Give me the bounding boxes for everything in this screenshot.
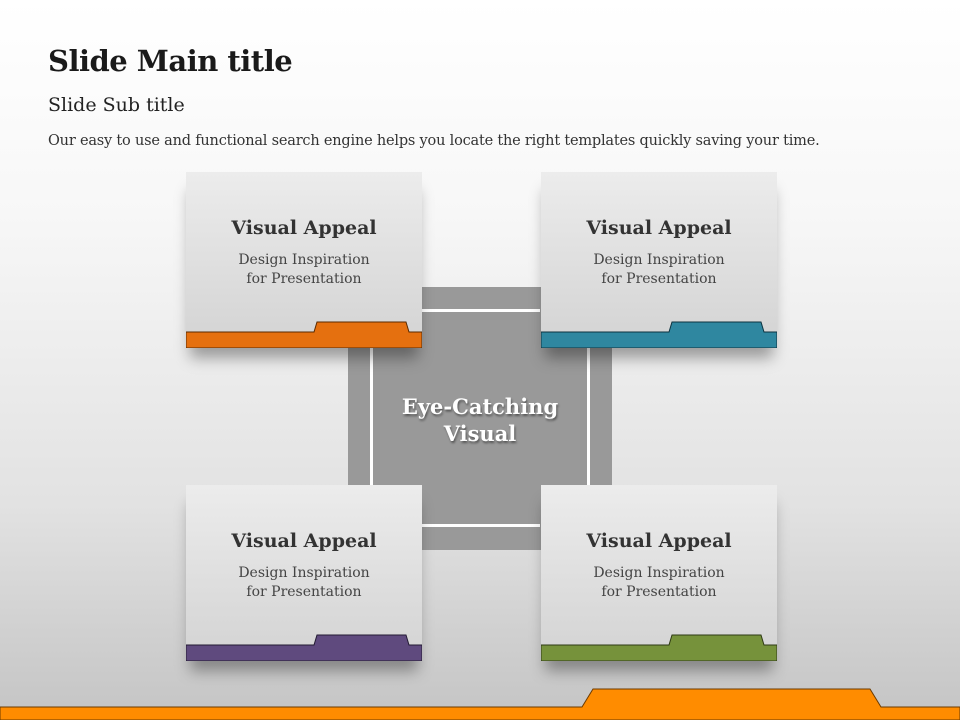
card-top-left: Visual Appeal Design Inspiration for Pres… [186,172,422,348]
slide-title: Slide Main title [48,44,293,78]
card-face [186,485,422,661]
card-face [541,172,777,348]
divider-line [370,348,373,485]
card-tab [541,321,777,348]
card-title: Visual Appeal [586,530,732,552]
card-bottom-left: Visual Appeal Design Inspiration for Pres… [186,485,422,661]
card-subtitle: Design Inspiration for Presentation [186,251,422,289]
card-line2: for Presentation [246,584,362,600]
card-line2: for Presentation [601,584,717,600]
card-title: Visual Appeal [231,530,377,552]
card-bottom-right: Visual Appeal Design Inspiration for Pres… [541,485,777,661]
center-label-line1: Eye-Catching [401,394,559,419]
slide-subtitle: Slide Sub title [48,94,185,116]
divider-line [587,348,590,485]
center-label-line2: Visual [443,421,517,446]
card-line1: Design Inspiration [238,252,370,268]
card-face [541,485,777,661]
card-line1: Design Inspiration [238,565,370,581]
card-title: Visual Appeal [586,217,732,239]
card-subtitle: Design Inspiration for Presentation [541,564,777,602]
card-line1: Design Inspiration [593,565,725,581]
card-line2: for Presentation [246,271,362,287]
slide-description: Our easy to use and functional search en… [48,133,820,149]
card-tab [541,634,777,661]
card-title: Visual Appeal [231,217,377,239]
card-subtitle: Design Inspiration for Presentation [541,251,777,289]
divider-line [422,309,540,312]
divider-line [422,524,540,527]
card-line2: for Presentation [601,271,717,287]
card-subtitle: Design Inspiration for Presentation [186,564,422,602]
card-tab [186,321,422,348]
center-label: Eye-Catching Visual [348,393,612,447]
card-tab [186,634,422,661]
card-top-right: Visual Appeal Design Inspiration for Pres… [541,172,777,348]
card-face [186,172,422,348]
card-line1: Design Inspiration [593,252,725,268]
